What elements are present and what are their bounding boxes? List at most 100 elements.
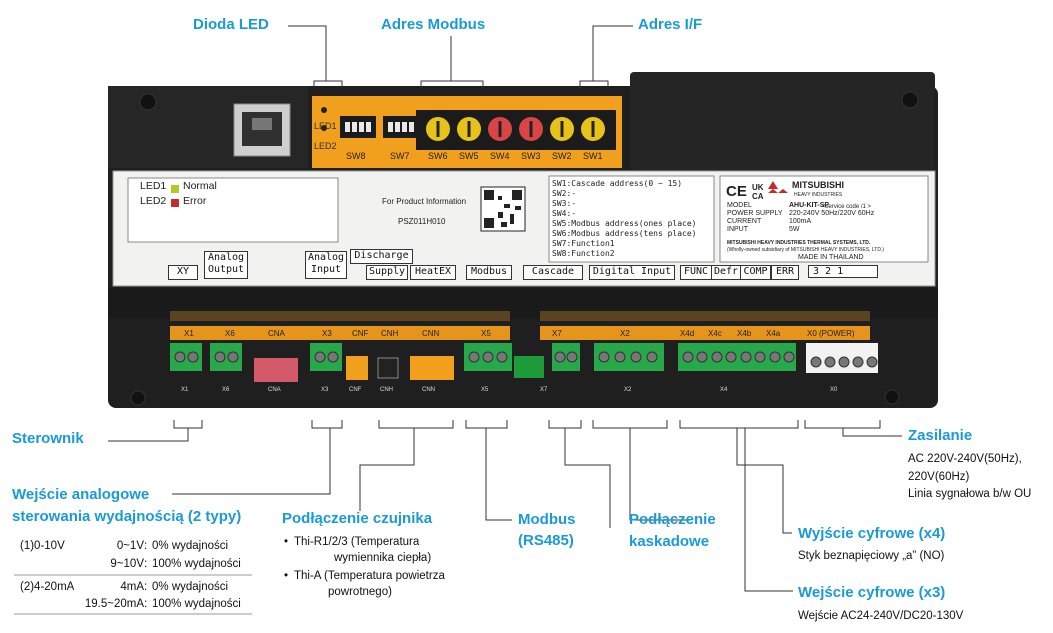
- zasilanie-line: 220V(60Hz): [908, 471, 970, 483]
- analog-sep: :: [144, 558, 148, 570]
- analog-type: (1)0-10V: [20, 540, 65, 552]
- callout-lines: [108, 25, 902, 592]
- callout-dioda-led: Dioda LED: [193, 16, 269, 33]
- callout-wyjscie-cyfrowe: Wyjście cyfrowe (x4): [798, 525, 946, 542]
- connector-label: CNH: [381, 329, 399, 338]
- made-in: MADE IN THAILAND: [798, 254, 864, 261]
- legend-led2: LED2: [140, 195, 167, 207]
- analog-out: 0% wydajności: [152, 581, 229, 593]
- brand-sub: HEAVY INDUSTRIES: [794, 192, 843, 198]
- switch-label-sw6: SW6: [428, 151, 448, 161]
- zasilanie-line: AC 220V-240V(50Hz),: [908, 453, 1022, 465]
- czujnik-item-cont: wymiennika ciepła): [334, 552, 432, 564]
- switch-label-sw8: SW8: [346, 151, 366, 161]
- bottom-label-cascade: Cascade: [523, 265, 583, 280]
- product-info-text: For Product Information: [382, 197, 467, 206]
- connector-label: X4d: [680, 329, 695, 338]
- bottom-label-power: 3 2 1: [808, 265, 878, 278]
- callout-adres-if: Adres I/F: [638, 16, 703, 33]
- led-indicators: [321, 107, 327, 131]
- terminal-label: X3: [321, 387, 329, 393]
- sw-list: SW1:Cascade address(0 ~ 15) SW2:- SW3:- …: [552, 179, 697, 259]
- terminal-label: CNF: [349, 387, 362, 393]
- callout-wejscie-analogowe: Wejście analogowe: [12, 486, 150, 503]
- connector-label: X4b: [737, 329, 752, 338]
- analog-in: 4mA: [120, 581, 144, 593]
- analog-type: (2)4-20mA: [20, 581, 75, 593]
- legend-led1-state: Normal: [183, 180, 217, 192]
- switch-label-sw5: SW5: [459, 151, 479, 161]
- analog-sep: :: [144, 598, 148, 610]
- sw-list-item: SW2:-: [552, 189, 577, 198]
- connector-label: X4c: [708, 329, 722, 338]
- service-code: <service code /1 >: [822, 204, 872, 210]
- svg-text:UK: UK: [752, 183, 764, 192]
- sw-list-item: SW6:Modbus address(tens place): [552, 229, 697, 238]
- sw-list-item: SW5:Modbus address(ones place): [552, 219, 697, 228]
- connector-strip-left: [170, 326, 510, 340]
- callout-zasilanie: Zasilanie: [908, 427, 973, 444]
- bottom-label-modbus: Modbus: [466, 265, 512, 280]
- bottom-label-err: ERR: [771, 265, 799, 280]
- czujnik-bullet: •: [284, 536, 289, 548]
- connector-strip-right: [540, 326, 870, 340]
- led1-label: LED1: [314, 121, 337, 131]
- bottom-label-xy: XY: [168, 265, 198, 280]
- sw-list-item: SW7:Function1: [552, 239, 615, 248]
- callout-podlaczenie-czujnika: Podłączenie czujnika: [282, 510, 433, 527]
- terminal-label: X6: [222, 387, 230, 393]
- terminal-label: X5: [481, 387, 489, 393]
- analog-out: 100% wydajności: [152, 598, 241, 610]
- czujnik-bullet: •: [284, 570, 289, 582]
- bottom-label-heatex: HeatEX: [410, 265, 456, 280]
- analog-sep: :: [144, 540, 148, 552]
- wyjscie-cyfrowe-desc: Styk beznapięciowy „a” (NO): [798, 550, 945, 562]
- analog-in: 19.5~20mA: [84, 598, 144, 610]
- rotary-switches: [426, 117, 605, 141]
- connector-label: CNN: [422, 329, 440, 338]
- terminal-label: X2: [624, 387, 632, 393]
- analog-table-dividers: [14, 574, 252, 615]
- connector-label: X0 (POWER): [807, 329, 855, 338]
- czujnik-item: Thi-R1/2/3 (Temperatura: [294, 536, 420, 548]
- legend-led1: LED1: [140, 180, 167, 192]
- connector-label: CNF: [352, 329, 369, 338]
- wejscie-cyfrowe-desc: Wejście AC24-240V/DC20-130V: [798, 610, 964, 622]
- connector-label: X6: [225, 329, 235, 338]
- svg-text:CE: CE: [726, 183, 747, 200]
- connector-label: X3: [322, 329, 332, 338]
- led2-label: LED2: [314, 141, 337, 151]
- connector-label: X4a: [766, 329, 781, 338]
- czujnik-item-cont: powrotnego): [328, 586, 392, 598]
- sw-list-item: SW4:-: [552, 209, 577, 218]
- terminal-label: CNH: [380, 387, 393, 393]
- terminal-label: X4: [720, 387, 728, 393]
- connector-label: X7: [552, 329, 562, 338]
- terminal-label: X0: [830, 387, 838, 393]
- zasilanie-line: Linia sygnałowa b/w OU: [908, 488, 1032, 500]
- bottom-label-digital-input: Digital Input: [589, 265, 675, 280]
- svg-text:CA: CA: [752, 192, 764, 201]
- analog-in: 0~1V: [116, 540, 144, 552]
- terminal-label: X7: [540, 387, 548, 393]
- callout-adres-modbus: Adres Modbus: [381, 16, 486, 33]
- connector-label: X2: [620, 329, 630, 338]
- callout-modbus: Modbus: [518, 511, 576, 528]
- bottom-label-supply: Supply: [366, 265, 408, 280]
- terminal-label: CNN: [422, 387, 435, 393]
- switch-label-sw2: SW2: [552, 151, 572, 161]
- terminal-label: X1: [181, 387, 189, 393]
- bottom-label-defr: Defr: [711, 265, 741, 280]
- company-name: MITSUBISHI HEAVY INDUSTRIES THERMAL SYST…: [727, 240, 871, 246]
- switch-label-sw7: SW7: [390, 151, 410, 161]
- analog-in: 9~10V: [110, 558, 144, 570]
- switch-label-sw3: SW3: [521, 151, 541, 161]
